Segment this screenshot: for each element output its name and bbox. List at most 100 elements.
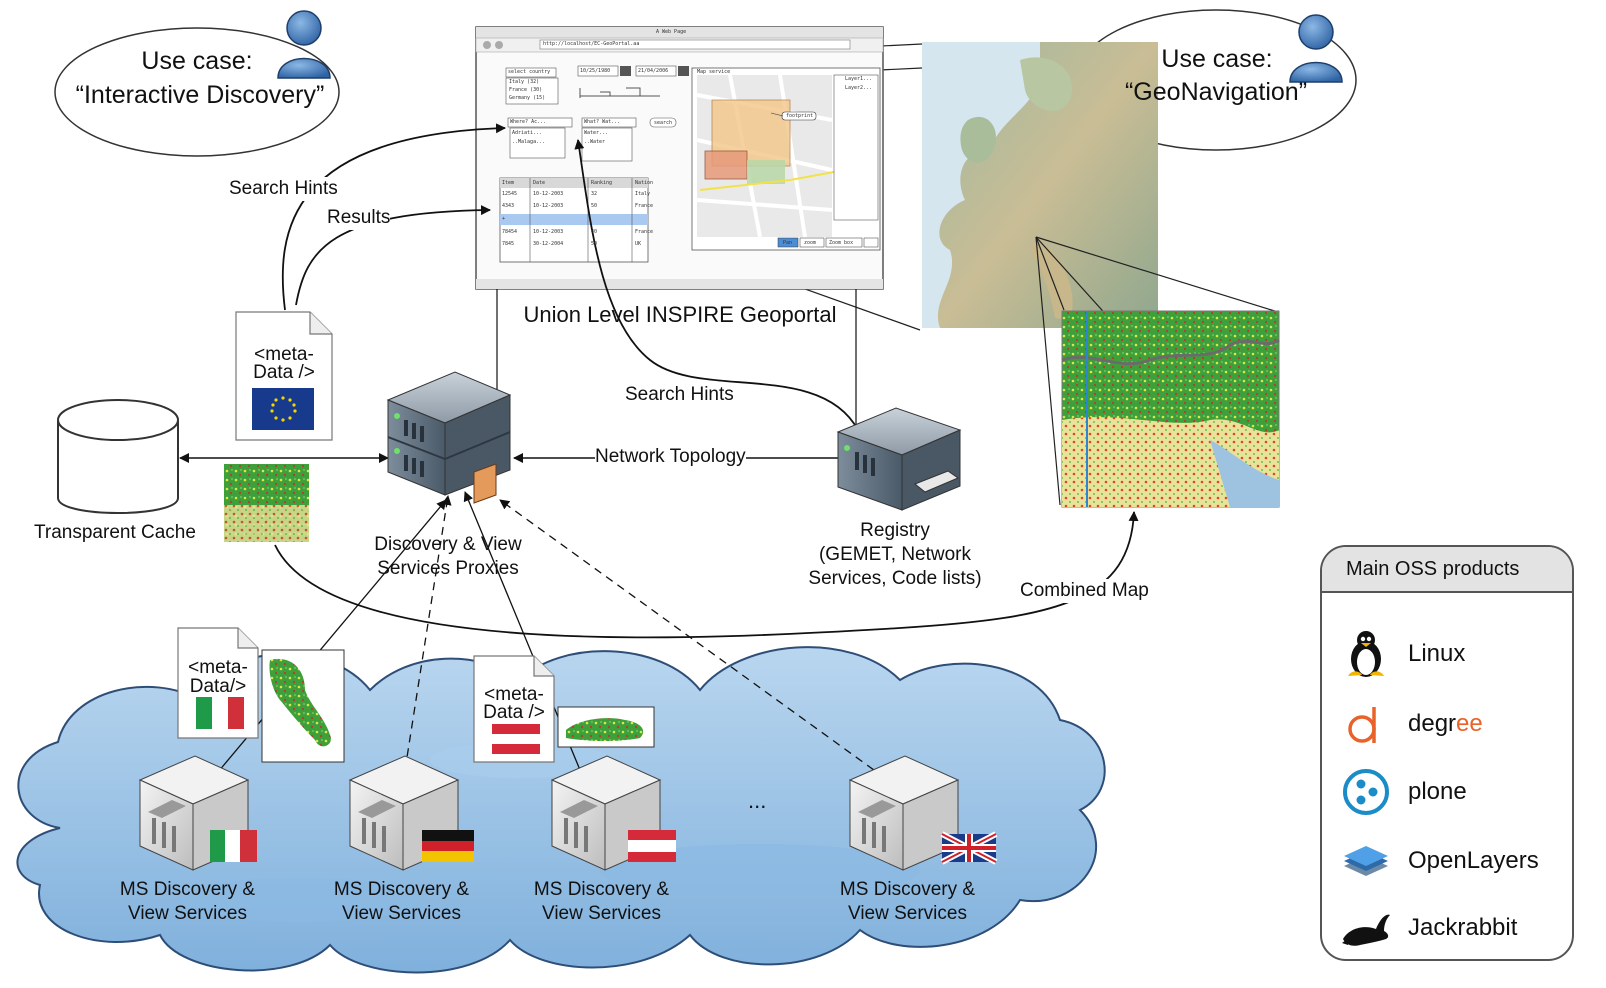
germany-service-link: [404, 495, 452, 771]
ms-service-label: MS Discovery &: [839, 879, 976, 900]
layer-toggle[interactable]: Layer1...: [845, 76, 873, 82]
date-to-input[interactable]: 21/04/2006: [638, 68, 669, 74]
transparent-cache-label: Transparent Cache: [34, 522, 196, 543]
proxies-label-line2: Services Proxies: [377, 558, 519, 579]
ms-service-label: MS Discovery &: [333, 879, 470, 900]
url-bar[interactable]: [539, 39, 851, 50]
austria-flag-icon: [628, 830, 676, 862]
registry-label-line3: Services, Code lists): [808, 568, 982, 589]
legend-plone-label: plone: [1408, 778, 1467, 805]
austria-metadata-line2: Data />: [483, 702, 545, 723]
user-icon: [1289, 14, 1343, 83]
country-option[interactable]: France (30): [509, 87, 543, 93]
usecase-interactive-prefix: Use case:: [141, 47, 253, 75]
italy-map-thumbnail: [261, 649, 345, 763]
layer-toggle[interactable]: Layer2...: [845, 85, 873, 91]
registry-search-hints-label: Search Hints: [625, 383, 734, 407]
oss-products-legend: Main OSS products Linux degree plone: [1320, 545, 1574, 961]
jackrabbit-logo-icon: [1342, 914, 1390, 946]
zoom-button[interactable]: zoom: [804, 240, 817, 246]
table-cell: 10-12-2003: [533, 203, 564, 209]
date-from-input[interactable]: 10/25/1980: [580, 68, 611, 74]
italy-metadata-line2: Data/>: [189, 676, 247, 697]
where-option[interactable]: Adriati...: [512, 130, 543, 136]
search-hints-label: Search Hints: [229, 177, 338, 201]
legend-item-linux: Linux: [1322, 623, 1572, 685]
legend-jackrabbit-label: Jackrabbit: [1408, 914, 1518, 941]
ms-service-label: View Services: [342, 903, 461, 924]
usecase-geonav-prefix: Use case:: [1161, 45, 1273, 73]
zoomed-detail-map: [1061, 310, 1280, 508]
transparent-cache-database: [57, 399, 179, 514]
geoportal-browser-window: [475, 26, 884, 290]
user-icon: [277, 10, 331, 79]
table-cell: 10-12-2003: [533, 229, 564, 235]
country-option[interactable]: Italy (32): [509, 79, 540, 85]
table-cell: +: [502, 216, 506, 222]
legend-linux-label: Linux: [1408, 640, 1466, 667]
austria-metadata-line1: <meta-: [484, 684, 544, 705]
ms-service-label: MS Discovery &: [119, 879, 256, 900]
registry-search-hints-arrow: [574, 139, 859, 431]
degree-label-suffix: ee: [1456, 710, 1483, 737]
table-header: Nation: [635, 180, 654, 186]
results-label: Results: [327, 206, 391, 230]
table-cell: UK: [635, 241, 642, 247]
table-cell: 50: [591, 203, 598, 209]
what-option[interactable]: Water...: [584, 130, 609, 136]
table-cell: 40: [591, 229, 598, 235]
back-icon[interactable]: [483, 41, 491, 49]
degree-logo-icon: [1348, 707, 1376, 743]
legend-item-jackrabbit: Jackrabbit: [1322, 897, 1572, 959]
ms-service-label: View Services: [848, 903, 967, 924]
registry-server: [836, 407, 962, 511]
country-option[interactable]: Germany (15): [509, 95, 546, 101]
openlayers-logo-icon: [1344, 846, 1388, 876]
proxies-label-line1: Discovery & View: [374, 534, 522, 555]
table-cell: 4343: [502, 203, 515, 209]
italy-metadata-line1: <meta-: [188, 657, 248, 678]
ms-service-label: View Services: [128, 903, 247, 924]
plone-logo-icon: [1343, 769, 1389, 815]
tux-penguin-icon: [1348, 631, 1384, 677]
zoom-line: [879, 67, 923, 71]
results-arrow: [295, 205, 491, 306]
what-input[interactable]: What? Wat...: [584, 119, 621, 125]
ms-service-label: MS Discovery &: [533, 879, 670, 900]
geoportal-title: Union Level INSPIRE Geoportal: [523, 302, 837, 327]
austria-flag-icon: [492, 724, 540, 754]
uk-service-link: [499, 499, 886, 779]
browser-title: A Web Page: [656, 29, 687, 35]
url-text: http://localhost/EC-GeoPortal.aa: [543, 41, 640, 47]
table-cell: 7845: [502, 241, 515, 247]
combined-map-label: Combined Map: [1020, 579, 1149, 603]
table-cell: 10-12-2003: [533, 191, 564, 197]
pan-button[interactable]: Pan: [783, 240, 793, 246]
zoom-line: [1035, 236, 1065, 311]
italy-flag-icon: [210, 830, 257, 862]
zoom-box-button[interactable]: Zoom box: [829, 240, 854, 246]
country-select[interactable]: select country: [508, 69, 551, 75]
network-topology-label: Network Topology: [595, 445, 746, 469]
table-cell: 12545: [502, 191, 518, 197]
where-input[interactable]: Where? Ac...: [510, 119, 547, 125]
map-service-label: Map service: [697, 69, 731, 75]
usecase-geonav-name: “GeoNavigation”: [1124, 78, 1308, 106]
ms-service-uk: [848, 755, 960, 871]
legend-item-plone: plone: [1322, 761, 1572, 823]
table-header: Ranking: [591, 180, 613, 186]
table-cell: 32: [591, 191, 598, 197]
forward-icon[interactable]: [495, 41, 503, 49]
what-option[interactable]: ..Water: [584, 139, 606, 145]
italy-flag-icon: [196, 697, 244, 729]
table-cell: 30-12-2004: [533, 241, 564, 247]
uk-flag-icon: [940, 831, 998, 865]
austria-map-thumbnail: [557, 706, 655, 748]
table-cell: France: [635, 203, 654, 209]
zoom-line: [1035, 236, 1061, 506]
ms-service-label: View Services: [542, 903, 661, 924]
search-button[interactable]: search: [654, 120, 673, 126]
eu-metadata-line2: Data />: [253, 362, 315, 383]
where-option[interactable]: ..Malaga...: [512, 139, 546, 145]
